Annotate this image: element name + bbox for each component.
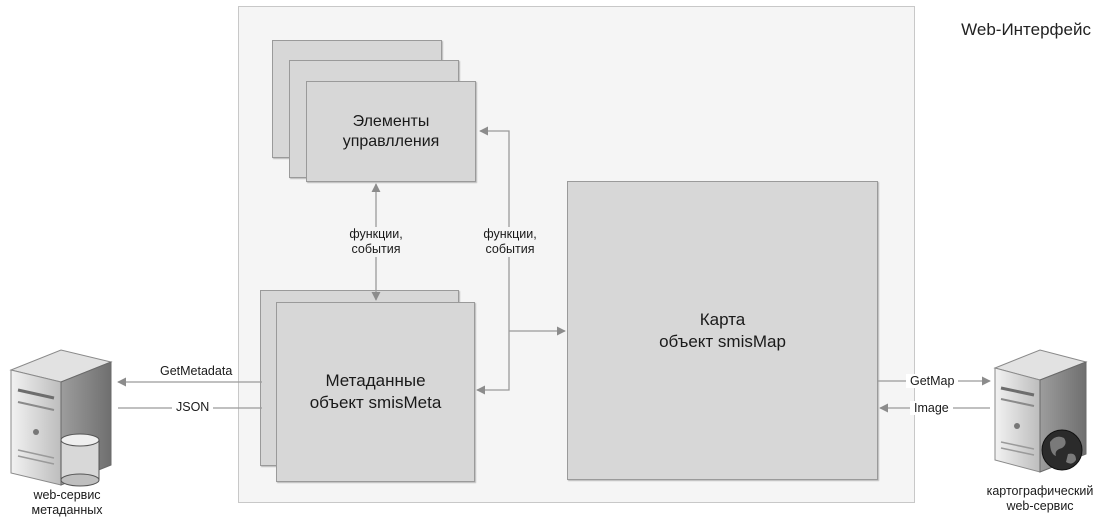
map-service-label-1: картографический	[986, 484, 1094, 498]
map-label-2: объект smisMap	[659, 331, 786, 351]
map-events-label: функции, события	[474, 227, 546, 257]
image-label: Image	[910, 401, 953, 415]
map-events-label-1: функции,	[483, 227, 537, 241]
map-service-label-2: web-сервис	[1006, 499, 1074, 513]
map-label-1: Карта	[699, 309, 746, 329]
controls-box: Элементы управлления	[306, 81, 476, 182]
controls-metadata-label-1: функции,	[349, 227, 403, 241]
json-label: JSON	[172, 400, 214, 414]
metadata-server-icon	[9, 349, 113, 487]
metadata-box: Метаданные объект smisMeta	[276, 302, 475, 482]
map-service-label: картографический web-сервис	[970, 484, 1110, 514]
map-box: Карта объект smisMap	[567, 181, 878, 480]
controls-metadata-label-2: события	[351, 242, 401, 256]
metadata-label-2: объект smisMeta	[309, 393, 442, 412]
panel-title: Web-Интерфейс	[961, 20, 1091, 39]
map-events-label-2: события	[485, 242, 535, 256]
controls-metadata-label: функции, события	[340, 227, 412, 257]
metadata-service-label-2: метаданных	[31, 503, 103, 517]
getmetadata-label: GetMetadata	[160, 364, 233, 378]
map-server-icon	[993, 349, 1088, 473]
map-events-bracket	[476, 126, 510, 395]
getmap-label: GetMap	[906, 374, 959, 388]
controls-label-2: управлления	[342, 132, 440, 150]
controls-label-1: Элементы	[352, 112, 430, 130]
metadata-service-label-1: web-сервис	[33, 488, 101, 502]
metadata-label-1: Метаданные	[325, 371, 426, 390]
metadata-service-label: web-сервис метаданных	[12, 488, 122, 518]
